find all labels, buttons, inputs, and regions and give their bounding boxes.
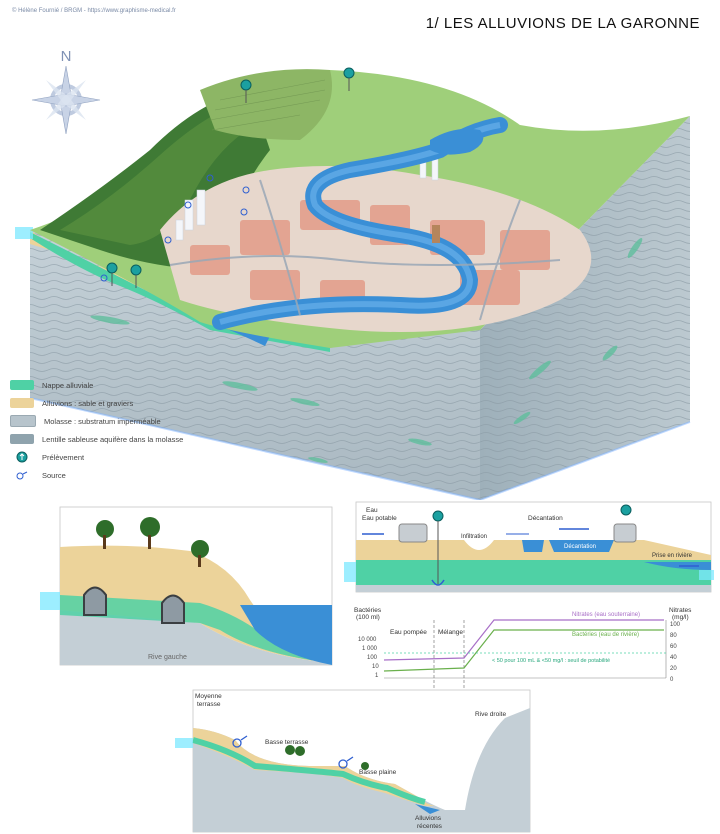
- roads: [169, 179, 561, 321]
- legend-item-source: Source: [10, 468, 66, 482]
- svg-text:10: 10: [372, 664, 379, 670]
- compass-rose: N: [31, 48, 101, 135]
- label-eau-potable: Eau potable: [362, 515, 397, 522]
- svg-text:1 000: 1 000: [362, 646, 378, 652]
- vineyard-area: [200, 69, 332, 140]
- panel-right-treatment: Eau Eau potable Décantation Infiltration…: [344, 501, 714, 690]
- svg-text:10 000: 10 000: [358, 637, 377, 643]
- legend-label: Nappe alluviale: [42, 380, 94, 390]
- label-eau-potable-1: Eau: [366, 507, 378, 514]
- bacteria-line: [383, 629, 664, 672]
- compass-north-label: N: [61, 48, 72, 65]
- nitrates-line: [383, 619, 664, 661]
- y-right-label-1: Nitrates: [669, 607, 692, 614]
- legend-item-molasse: Molasse : substratum imperméable: [10, 414, 161, 428]
- label-eau-pompee: Eau pompée: [390, 629, 427, 636]
- label-seuil: < 50 pour 100 mL & <50 mg/l : seuil de p…: [492, 658, 610, 664]
- gallery-tunnels: [83, 586, 185, 624]
- panel-left-galleries: Rive gauche: [40, 506, 333, 666]
- svg-text:0: 0: [670, 677, 674, 683]
- svg-text:80: 80: [670, 633, 677, 639]
- y-left-ticks: 10 000 1 000 100 10 1: [358, 637, 379, 679]
- legend-label: Prélèvement: [42, 452, 85, 462]
- svg-text:60: 60: [670, 644, 677, 650]
- label-basse-plaine: Basse plaine: [359, 769, 397, 776]
- svg-text:20: 20: [670, 666, 677, 672]
- label-rive-gauche: Rive gauche: [148, 654, 187, 661]
- y-right-label-2: (mg/l): [672, 614, 689, 621]
- y-left-label-2: (100 ml): [356, 614, 380, 621]
- label-melange: Mélange: [438, 629, 463, 636]
- aquifer-lenses: [90, 238, 643, 463]
- graph-area: Bactéries (100 ml) Nitrates (mg/l) Eau p…: [354, 607, 692, 690]
- legend-label: Lentille sableuse aquifère dans la molas…: [42, 434, 184, 444]
- label-alluvions-1: Alluvions: [415, 815, 442, 822]
- spring-icon: [16, 471, 28, 480]
- y-left-label-1: Bactéries: [354, 607, 382, 614]
- label-prise: Prise en rivière: [652, 553, 693, 559]
- legend-label: Molasse : substratum imperméable: [44, 416, 161, 426]
- y-right-ticks: 100 80 60 40 20 0: [670, 622, 681, 683]
- legend-item-lentille: Lentille sableuse aquifère dans la molas…: [10, 432, 183, 446]
- spring-icons-block: [100, 174, 250, 282]
- spring-icons-bottom: [232, 735, 354, 769]
- label-alluvions-2: récentes: [417, 823, 443, 830]
- legend-label: Alluvions : sable et graviers: [42, 398, 134, 408]
- trees-bottom: [285, 745, 369, 770]
- svg-text:100: 100: [670, 622, 681, 628]
- well-icons-block: [106, 67, 355, 288]
- svg-text:1: 1: [375, 673, 379, 679]
- legend-item-prelevement: Prélèvement: [10, 450, 84, 464]
- label-decantation-top: Décantation: [528, 515, 563, 522]
- panel-bottom-terraces: Moyenne terrasse Basse terrasse Basse pl…: [175, 689, 531, 833]
- legend-item-alluvions: Alluvions : sable et graviers: [10, 396, 133, 410]
- svg-text:40: 40: [670, 655, 677, 661]
- label-moyenne-2: terrasse: [197, 701, 221, 708]
- label-nitrates: Nitrates (eau souterraine): [572, 612, 640, 618]
- label-rive-droite: Rive droite: [475, 711, 506, 718]
- svg-text:100: 100: [367, 655, 378, 661]
- legend-label: Source: [42, 470, 66, 480]
- credit-line: © Hélène Fournié / BRGM - https://www.gr…: [12, 8, 176, 14]
- label-moyenne-1: Moyenne: [195, 693, 222, 700]
- page-title: 1/ LES ALLUVIONS DE LA GARONNE: [425, 15, 700, 32]
- label-basse-terrasse: Basse terrasse: [265, 739, 309, 746]
- label-bacteries: Bactéries (eau de rivière): [572, 632, 639, 638]
- towers: [175, 149, 439, 241]
- legend-item-nappe: Nappe alluviale: [10, 378, 93, 392]
- river-lake: [430, 128, 484, 155]
- landmark-tower: [432, 225, 440, 243]
- nappe-marker-left: [15, 227, 33, 239]
- well-icons-panel: [432, 504, 632, 584]
- block-diagram: N: [15, 48, 691, 500]
- trees: [96, 517, 209, 567]
- label-decantation-basin: Décantation: [564, 544, 596, 550]
- label-infiltration: Infiltration: [461, 534, 487, 540]
- well-icon: [16, 451, 28, 463]
